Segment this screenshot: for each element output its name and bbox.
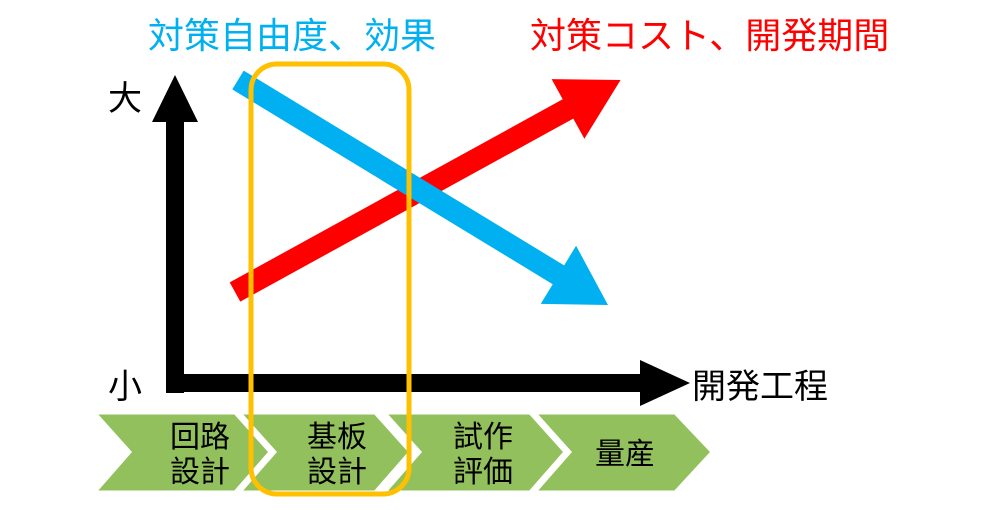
y-axis-high-label: 大 [108,79,142,119]
x-axis-arrowhead [640,360,690,406]
blue-trend-arrow [232,70,608,305]
stage-labels: 回路 設計 基板 設計 試作 評価 量産 [170,420,655,490]
axes [152,75,690,406]
stage-chevron-4 [531,411,715,494]
x-axis-shaft [166,374,646,392]
process-chevrons [91,411,715,494]
stage-2-line1: 基板 [307,420,367,455]
y-axis-arrowhead [152,75,198,122]
y-axis-low-label: 小 [108,367,142,407]
red-series-label: 対策コスト、開発期間 [530,16,889,57]
stage-1-line1: 回路 [170,420,230,455]
stage-4-line1: 量産 [595,437,655,472]
stage-3-line1: 試作 [453,420,513,455]
stage-1-line2: 設計 [170,455,230,490]
stage-2-line2: 設計 [307,455,367,490]
highlight-box-board-design [248,61,412,497]
stage-chevron-3 [381,411,568,494]
blue-series-label: 対策自由度、効果 [148,16,436,57]
stage-chevron-1 [91,411,273,494]
stage-3-line2: 評価 [453,455,513,490]
y-axis-shaft [166,115,184,393]
x-axis-label: 開発工程 [692,367,828,407]
